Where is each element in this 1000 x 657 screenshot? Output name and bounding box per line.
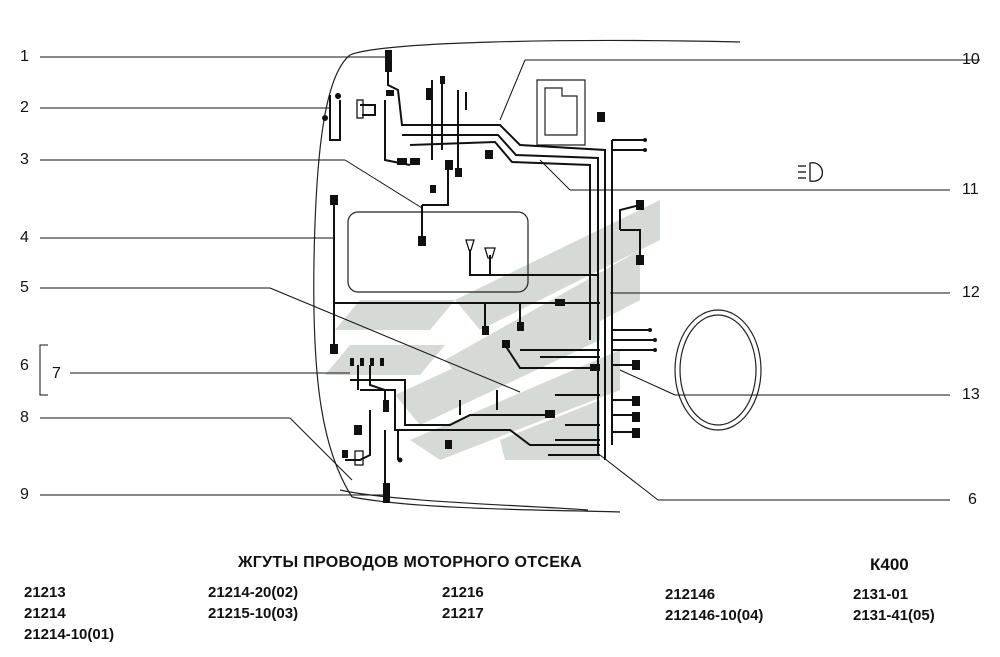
model-column-5: 2131-01 2131-41(05) xyxy=(853,584,935,626)
model-column-4: 212146 212146-10(04) xyxy=(665,584,763,626)
model-item: 21217 xyxy=(442,605,484,622)
component-symbols xyxy=(354,99,496,466)
model-item: 2131-41(05) xyxy=(853,607,935,624)
callout-label-8: 8 xyxy=(20,409,29,426)
harness-connectors xyxy=(322,50,657,503)
model-column-1: 21213 21214 21214-10(01) xyxy=(24,582,114,645)
model-column-2: 21214-20(02) 21215-10(03) xyxy=(208,582,298,624)
wheel-arch-outline xyxy=(674,309,762,431)
model-item: 21216 xyxy=(442,584,484,601)
harness-wires xyxy=(329,60,655,495)
callout-label-3: 3 xyxy=(20,151,29,168)
model-item: 21214 xyxy=(24,605,66,622)
model-item: 21214-20(02) xyxy=(208,584,299,601)
callout-label-13: 13 xyxy=(962,386,980,403)
model-item: 21214-10(01) xyxy=(24,626,115,643)
callout-label-2: 2 xyxy=(20,99,29,116)
callout-label-5: 5 xyxy=(20,279,29,296)
model-item: 21213 xyxy=(24,584,66,601)
callout-label-7: 7 xyxy=(52,365,61,382)
model-item: 212146-10(04) xyxy=(665,607,764,624)
wiring-harness-diagram xyxy=(39,39,980,513)
callout-label-1: 1 xyxy=(20,48,29,65)
callout-label-6-left: 6 xyxy=(20,357,29,374)
callout-label-10: 10 xyxy=(962,51,980,68)
callout-label-6-right: 6 xyxy=(968,491,977,508)
group-bracket xyxy=(39,344,48,396)
model-item: 21215-10(03) xyxy=(208,605,299,622)
diagram-title: ЖГУТЫ ПРОВОДОВ МОТОРНОГО ОТСЕКА xyxy=(238,554,583,571)
callout-label-4: 4 xyxy=(20,229,29,246)
engine-bay-outline xyxy=(313,39,762,513)
leader-lines xyxy=(40,56,980,501)
callout-label-9: 9 xyxy=(20,486,29,503)
callout-label-12: 12 xyxy=(962,284,980,301)
headlamp-icon xyxy=(798,162,824,182)
model-column-3: 21216 21217 xyxy=(442,582,484,624)
callout-label-11: 11 xyxy=(962,181,979,198)
model-item: 2131-01 xyxy=(853,586,909,603)
model-item: 212146 xyxy=(665,586,716,603)
watermark-logo xyxy=(325,200,660,460)
catalog-code: К400 xyxy=(870,555,909,574)
